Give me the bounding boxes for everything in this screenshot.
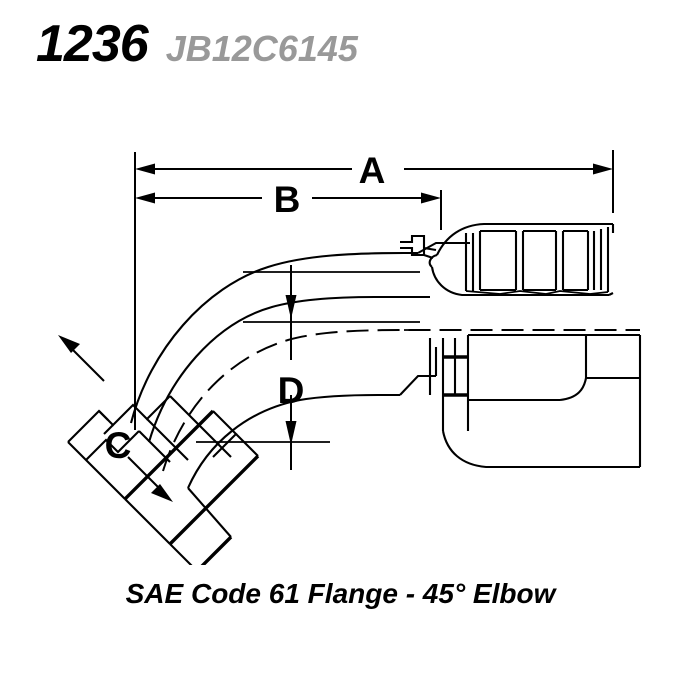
page-header: 1236 JB12C6145 <box>0 18 681 88</box>
technical-drawing: A B D <box>0 95 681 565</box>
dimension-d: D <box>196 265 420 470</box>
part-number: 1236 <box>36 15 149 73</box>
dimension-label-a: A <box>359 150 386 191</box>
extension-lines <box>134 150 614 430</box>
part-code: JB12C6145 <box>165 28 358 69</box>
bend-centerline <box>162 329 640 472</box>
hose-ferrule <box>400 222 615 297</box>
fitting-drawing-svg: A B D <box>58 150 642 565</box>
fitting-body <box>404 241 642 469</box>
flange-head <box>67 395 260 565</box>
dimension-label-b: B <box>274 179 301 220</box>
dimension-a: A <box>135 150 613 191</box>
elbow-bend-profile <box>129 251 436 489</box>
dimension-b: B <box>135 179 441 220</box>
dimension-c: C <box>58 335 173 502</box>
drawing-caption: SAE Code 61 Flange - 45° Elbow <box>125 578 556 609</box>
dimension-label-c: C <box>105 425 132 466</box>
